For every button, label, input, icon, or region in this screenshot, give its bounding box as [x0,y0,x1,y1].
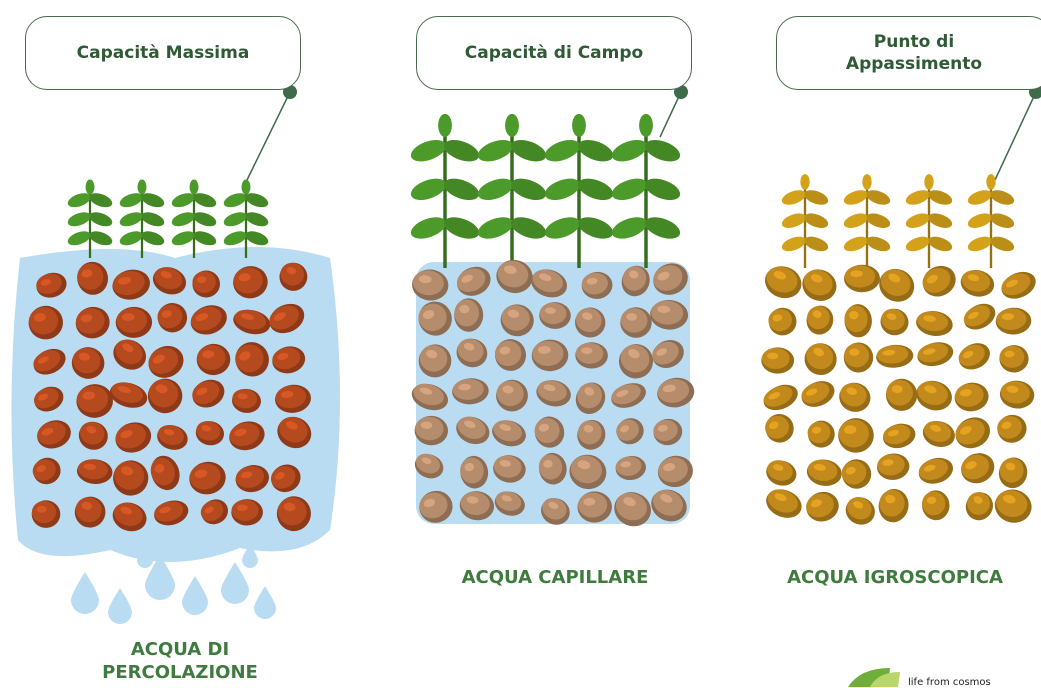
brand-name-text: life from cosmos [908,677,991,688]
brand-name: life from cosmos [908,677,991,688]
